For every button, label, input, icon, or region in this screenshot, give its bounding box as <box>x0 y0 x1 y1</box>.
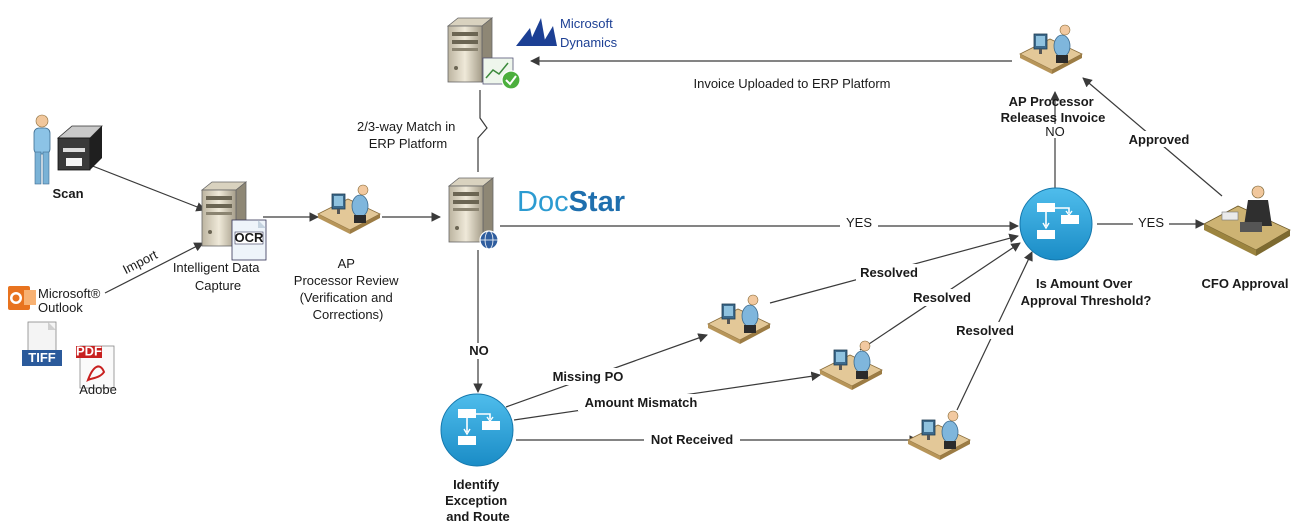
intelligent-capture-label: Intelligent Data Capture <box>173 260 263 293</box>
executive-desk-icon <box>1203 185 1291 256</box>
erp-match-label: 2/3-way Match in ERP Platform <box>357 119 459 151</box>
resolved-3-label-group: Resolved <box>952 322 1018 339</box>
resolved-1-label: Resolved <box>860 265 918 280</box>
adobe-text: Adobe <box>79 382 117 397</box>
cfo-label: CFO Approval <box>1202 276 1289 291</box>
worker-mismatch-icon <box>819 340 883 391</box>
pdf-text: PDF <box>76 344 102 359</box>
ap-review-label: AP Processor Review (Verification and Co… <box>294 256 402 322</box>
process-icon <box>440 393 514 467</box>
docstar-logo: DocStar <box>517 186 625 218</box>
edge-scan-to-capture <box>89 164 206 212</box>
ap-review-node: AP Processor Review (Verification and Co… <box>294 184 402 322</box>
worker-missing-po-icon <box>707 294 771 345</box>
docstar-node: DocStar <box>448 177 625 250</box>
approved-label: Approved <box>1129 132 1190 147</box>
pdf-file-icon: PDF Adobe <box>76 344 117 397</box>
globe-icon <box>479 230 499 250</box>
resolved-2-label-group: Resolved <box>908 289 976 306</box>
outlook-microsoft-text: Microsoft® <box>38 286 101 301</box>
no-release-label-group: NO <box>1040 124 1070 139</box>
uploaded-label: Invoice Uploaded to ERP Platform <box>693 76 890 91</box>
import-sources: Microsoft® Outlook TIFF PDF Adobe <box>8 286 117 397</box>
scan-label: Scan <box>52 186 83 201</box>
microsoft-dynamics-logo: Microsoft Dynamics <box>516 16 618 50</box>
amount-mismatch-label: Amount Mismatch <box>585 395 698 410</box>
resolved-3-label: Resolved <box>956 323 1014 338</box>
ocr-document-icon: OCR <box>231 219 267 261</box>
worker-not-received-icon <box>907 410 971 461</box>
no-exception-label-group: NO <box>464 343 494 359</box>
not-received-label: Not Received <box>651 432 733 447</box>
identify-label: Identify Exception and Route <box>445 477 511 524</box>
import-label: Import <box>120 247 160 277</box>
outlook-icon <box>8 286 36 310</box>
scanner-icon <box>56 125 103 171</box>
identify-node: Identify Exception and Route <box>440 393 514 524</box>
not-received-label-group: Not Received <box>644 431 740 448</box>
yes-main-label: YES <box>846 215 872 230</box>
no-exception-label: NO <box>469 343 489 358</box>
edge-import-to-capture <box>104 242 204 294</box>
tiff-file-icon: TIFF <box>22 321 62 366</box>
tiff-text: TIFF <box>28 350 55 365</box>
missing-po-label-group: Missing PO <box>544 368 632 385</box>
yes-main-label-group: YES <box>840 214 878 230</box>
resolved-1-label-group: Resolved <box>856 264 922 281</box>
amount-mismatch-label-group: Amount Mismatch <box>578 394 704 411</box>
worker-icon <box>317 184 381 235</box>
resolved-2-label: Resolved <box>913 290 971 305</box>
intelligent-capture-node: OCR Intelligent Data Capture <box>173 181 267 293</box>
scan-node: Scan <box>33 114 103 201</box>
worker-icon <box>1019 24 1083 75</box>
ocr-text: OCR <box>235 230 265 245</box>
threshold-node: Is Amount Over Approval Threshold? <box>1019 187 1152 308</box>
edge-docstar-erp-match <box>477 90 488 172</box>
approved-label-group: Approved <box>1122 131 1196 147</box>
process-icon <box>1019 187 1093 261</box>
microsoft-text: Microsoft <box>560 16 613 31</box>
yes-cfo-label-group: YES <box>1133 214 1169 230</box>
ap-release-node: AP Processor Releases Invoice <box>1001 24 1106 125</box>
cfo-node: CFO Approval <box>1202 185 1291 291</box>
person-icon <box>33 114 51 185</box>
dynamics-text: Dynamics <box>560 35 618 50</box>
no-release-label: NO <box>1045 124 1065 139</box>
erp-node: Microsoft Dynamics <box>447 16 618 90</box>
yes-cfo-label: YES <box>1138 215 1164 230</box>
erp-match-label-group: 2/3-way Match in ERP Platform <box>348 118 464 152</box>
ap-release-label: AP Processor Releases Invoice <box>1001 94 1106 125</box>
missing-po-label: Missing PO <box>553 369 624 384</box>
threshold-label: Is Amount Over Approval Threshold? <box>1021 276 1152 308</box>
chart-check-icon <box>482 57 521 90</box>
outlook-text: Outlook <box>38 300 83 315</box>
